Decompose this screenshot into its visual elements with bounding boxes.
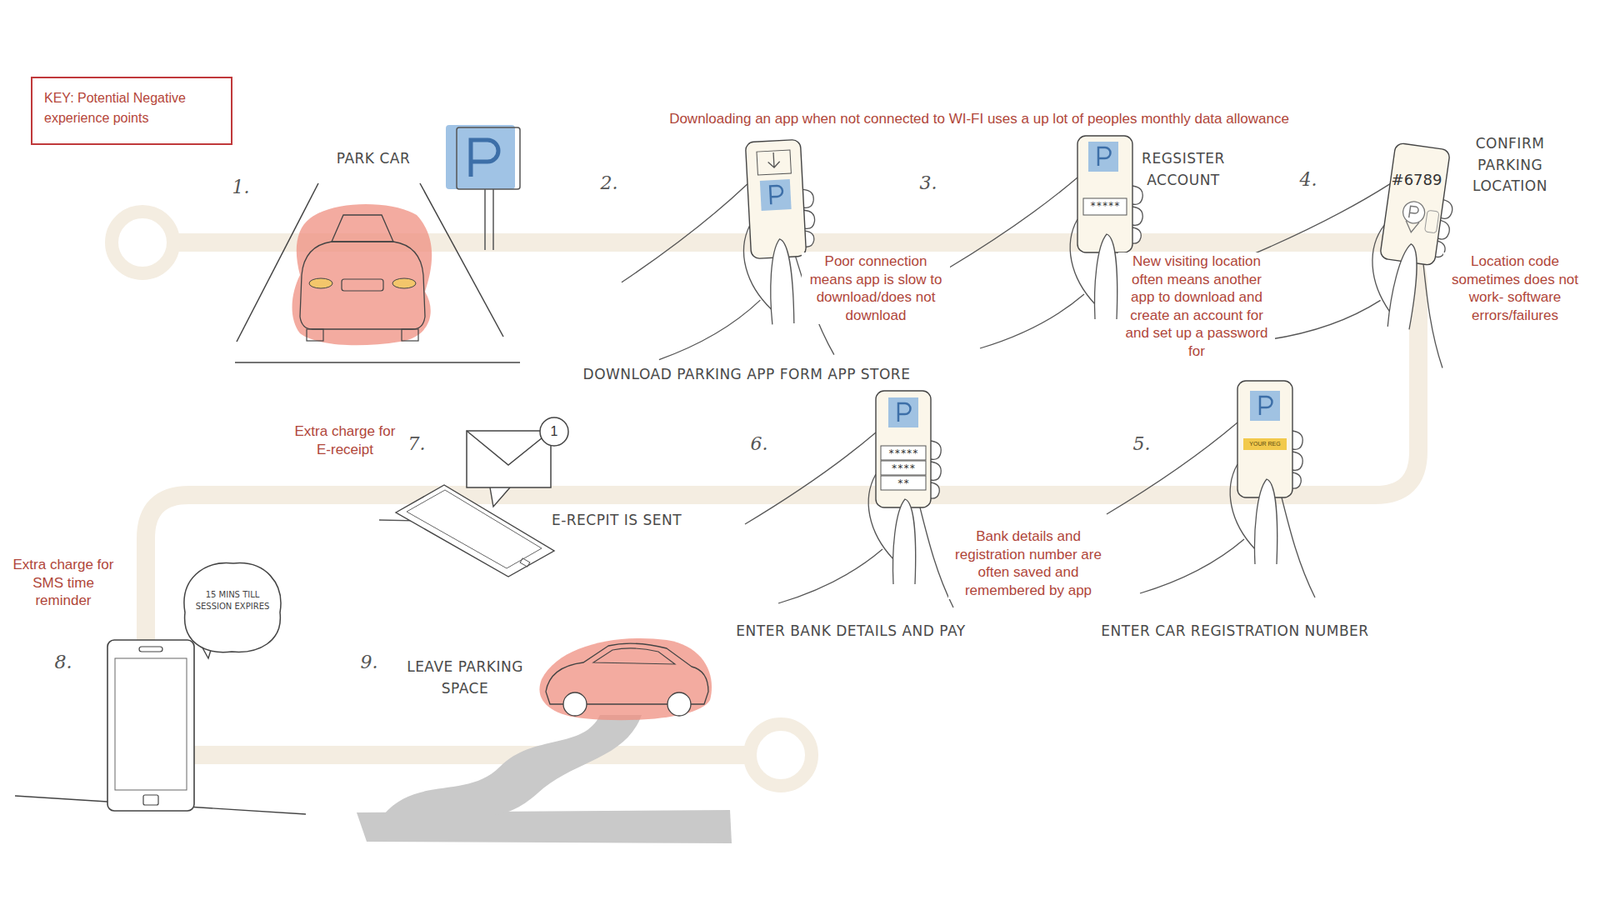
step-number: 3. (920, 172, 938, 195)
card-field: **** (891, 462, 916, 475)
step-number: 8. (55, 651, 73, 674)
key-text: KEY: Potential Negative experience point… (44, 88, 220, 129)
leaving-car (356, 638, 732, 844)
step-label: E-RECPIT IS SENT (551, 510, 682, 532)
pain-point-note: Extra charge for SMS time reminder (10, 555, 117, 610)
step-label: REGSISTER ACCOUNT (1129, 148, 1238, 191)
step-label: LEAVE PARKING SPACE (402, 656, 528, 700)
registration-phone (1106, 380, 1315, 598)
parked-car (235, 183, 520, 363)
e-receipt-device (379, 417, 569, 577)
step-number: 7. (408, 433, 426, 455)
step-number: 2. (600, 172, 619, 195)
track-end (750, 724, 812, 786)
location-code: #6789 (1391, 170, 1443, 190)
pain-point-note: Downloading an app when not connected to… (666, 110, 1292, 129)
pain-point-note: Poor connection means app is slow to dow… (801, 252, 950, 325)
pain-point-note: New visiting location often means anothe… (1118, 252, 1275, 360)
password-field: ***** (1090, 200, 1120, 212)
registration-field: YOUR REG (1249, 440, 1280, 448)
step-number: 9. (360, 651, 379, 674)
sms-reminder-text: 15 MINS TILL SESSION EXPIRES (192, 589, 273, 612)
track-start (111, 211, 174, 274)
step-label: ENTER CAR REGISTRATION NUMBER (1100, 620, 1369, 643)
legend-key-box: KEY: Potential Negative experience point… (30, 76, 233, 145)
card-field: ***** (888, 447, 919, 460)
pain-point-note: Extra charge for E-receipt (291, 422, 399, 459)
step-label: ENTER BANK DETAILS AND PAY (735, 620, 965, 643)
step-number: 6. (750, 433, 769, 455)
step-number: 4. (1300, 169, 1318, 191)
notification-count: 1 (550, 423, 559, 440)
step-label: CONFIRM PARKING LOCATION (1463, 133, 1557, 198)
pain-point-note: Bank details and registration number are… (948, 527, 1109, 600)
step-label: DOWNLOAD PARKING APP FORM APP STORE (583, 364, 911, 386)
pain-point-note: Location code sometimes does not work- s… (1443, 252, 1587, 325)
parking-sign (445, 125, 520, 250)
step-number: 1. (232, 176, 250, 199)
card-field: ** (897, 477, 910, 490)
step-number: 5. (1133, 433, 1151, 455)
step-label: PARK CAR (336, 148, 410, 170)
payment-phone (745, 390, 954, 608)
